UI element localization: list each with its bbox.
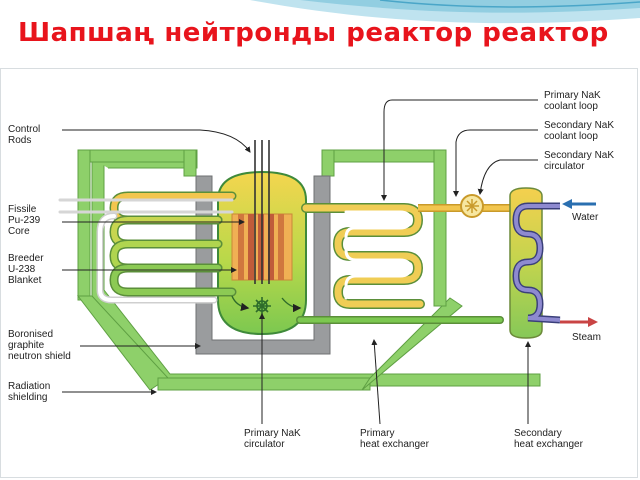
primary-heat-exchanger-coils — [296, 203, 504, 324]
control-rods — [254, 140, 270, 284]
secondary-nak-circulator-icon — [460, 194, 484, 218]
page-title: Шапшаң нейтронды реактор реактор — [18, 18, 609, 48]
leader-lines — [62, 99, 538, 425]
label-steam: Steam — [572, 332, 601, 343]
steam-arrow — [560, 317, 598, 327]
header-swoosh — [250, 0, 640, 24]
left-coils — [58, 191, 237, 304]
water-arrow — [562, 199, 596, 209]
secondary-heat-exchanger — [509, 187, 561, 339]
core-flow-arrows — [231, 295, 302, 313]
primary-nak-circulator-icon — [253, 297, 271, 315]
label-water: Water — [572, 212, 599, 223]
diagram-frame — [0, 68, 638, 478]
